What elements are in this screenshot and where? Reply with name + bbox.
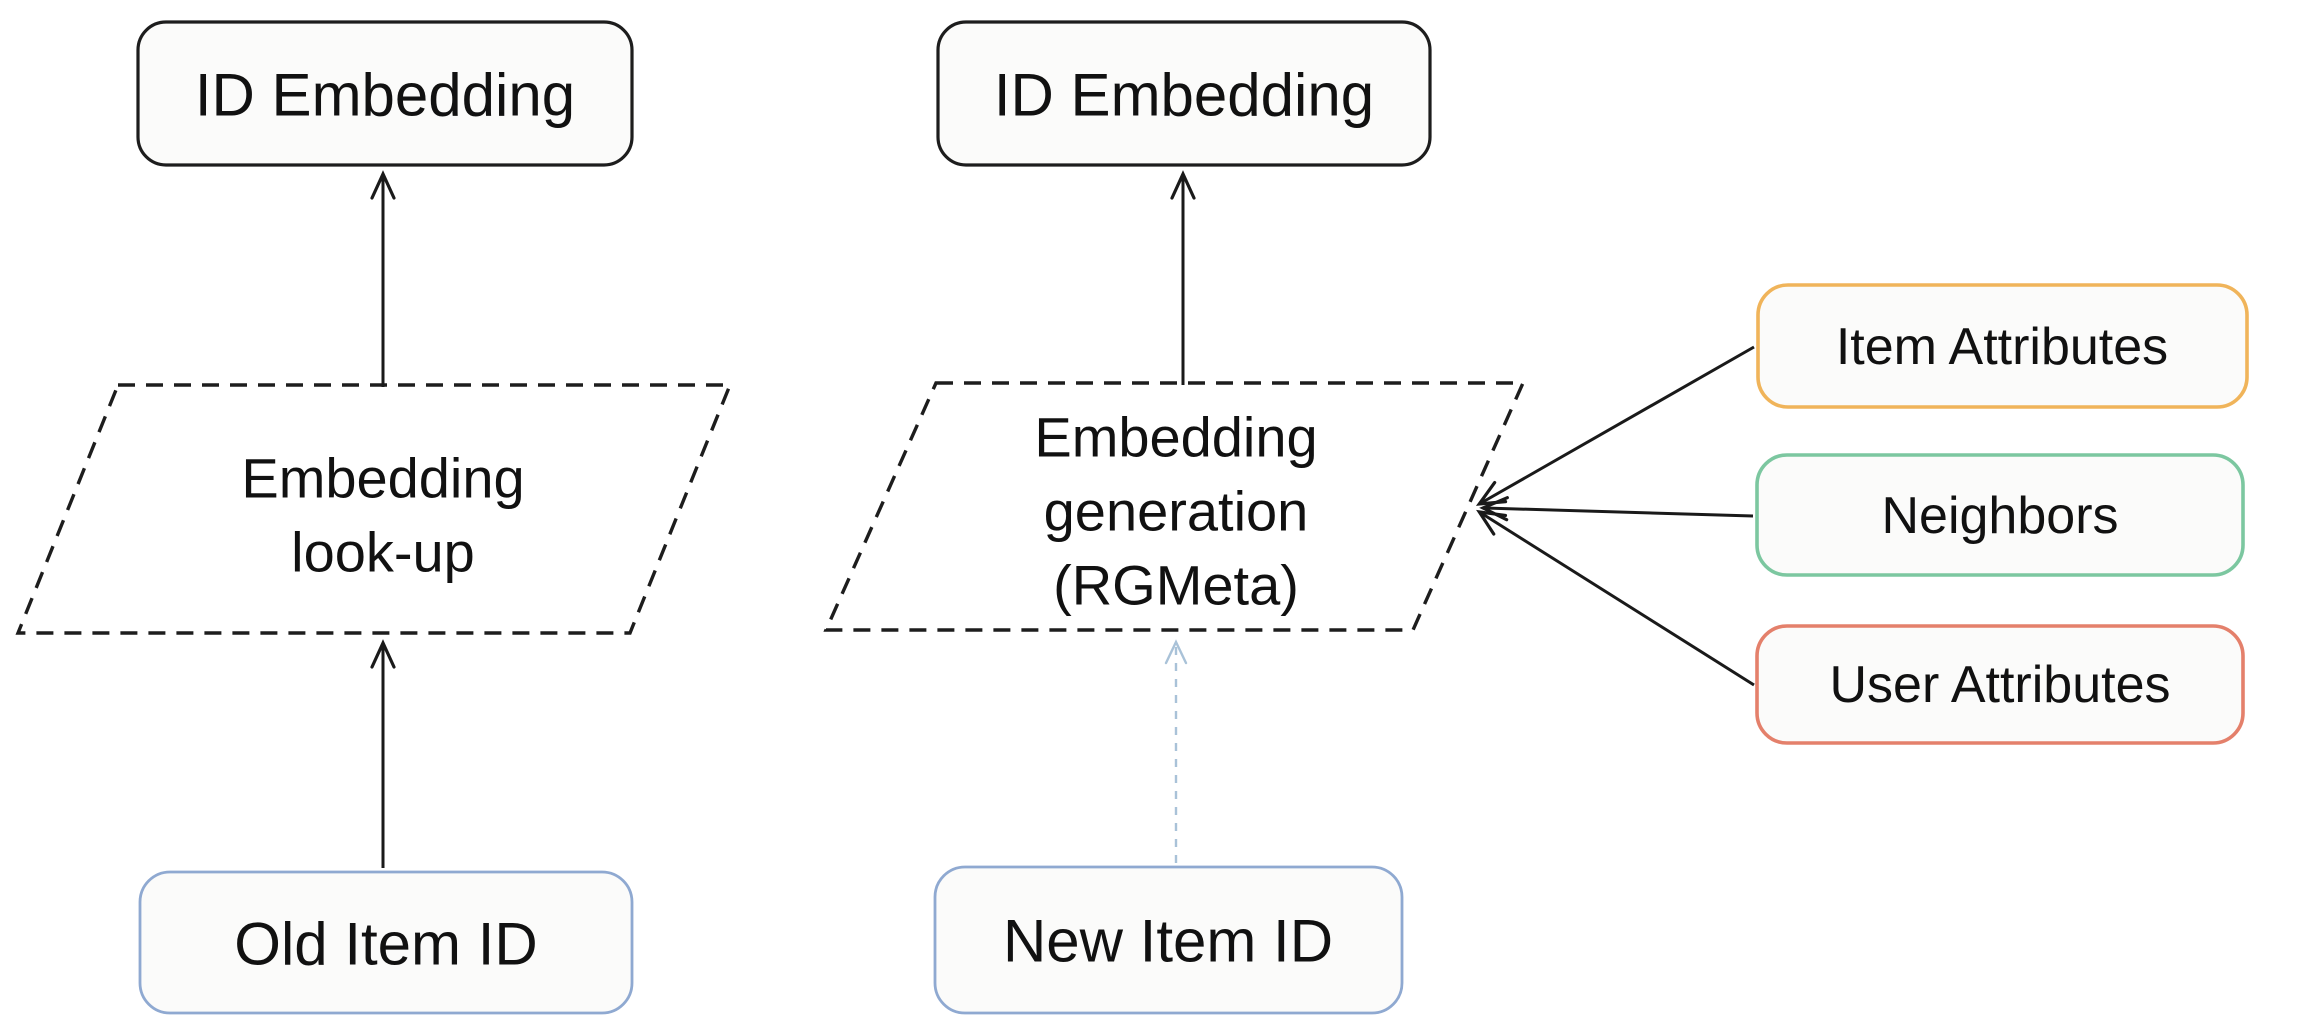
- old-item-id-box: [138, 870, 634, 1015]
- embedding-generation-label-line3: (RGMeta): [1053, 554, 1299, 617]
- old-item-id-label: Old Item ID: [234, 911, 537, 978]
- user-attributes-label: User Attributes: [1829, 656, 2170, 714]
- neighbors-label: Neighbors: [1881, 487, 2118, 545]
- embedding-lookup-label-line2: look-up: [291, 521, 475, 584]
- item-attributes-label: Item Attributes: [1836, 318, 2168, 376]
- item-attributes-box: [1756, 283, 2249, 409]
- right-id-embedding-label: ID Embedding: [994, 62, 1374, 129]
- left-id-embedding-label: ID Embedding: [195, 62, 575, 129]
- arrow-neighbors-to-generation: [1479, 496, 1754, 522]
- user-attributes-box: [1755, 624, 2245, 745]
- embedding-lookup-label-line1: Embedding: [241, 447, 524, 510]
- arrow-item-attributes-to-generation: [1475, 345, 1755, 506]
- embedding-generation-label-line2: generation: [1044, 480, 1309, 543]
- neighbors-box: [1755, 453, 2245, 577]
- embedding-lookup-shape: [15, 383, 733, 635]
- embedding-generation-label-line1: Embedding: [1034, 406, 1317, 469]
- new-item-id-label: New Item ID: [1003, 908, 1333, 975]
- new-item-id-box: [933, 865, 1404, 1015]
- right-id-embedding-box: [936, 20, 1432, 167]
- arrow-user-attributes-to-generation: [1476, 509, 1755, 687]
- left-id-embedding-box: [136, 20, 634, 167]
